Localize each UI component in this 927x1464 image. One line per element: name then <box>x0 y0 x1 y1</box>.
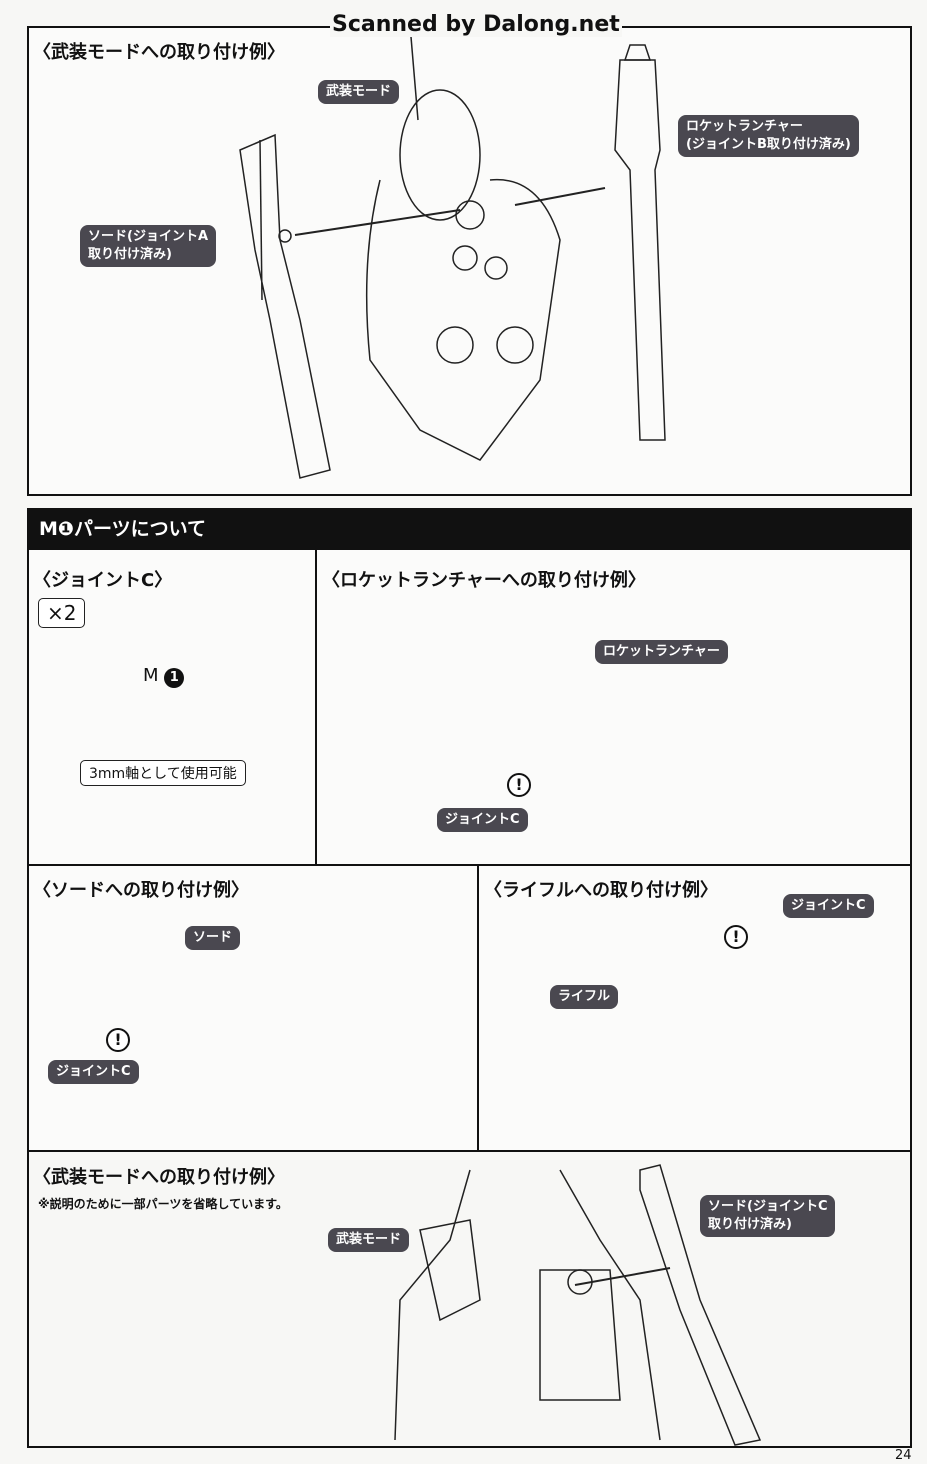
label-armed-mode: 武装モード <box>328 1228 410 1252</box>
label-line: ソード(ジョイントC <box>708 1199 828 1214</box>
label-line: (ジョイントB取り付け済み) <box>686 137 851 152</box>
part-id: M 1 <box>143 665 185 688</box>
sword-title: 〈ソードへの取り付け例〉 <box>33 880 249 901</box>
rifle-title: 〈ライフルへの取り付け例〉 <box>484 880 718 901</box>
bottom-section <box>27 1150 912 1448</box>
caution-icon: ! <box>106 1028 130 1052</box>
joint-c-note: 3mm軸として使用可能 <box>80 760 246 786</box>
label-line: 取り付け済み) <box>708 1217 792 1232</box>
label-line: 取り付け済み) <box>88 247 172 262</box>
caution-icon: ! <box>507 773 531 797</box>
label-joint-c: ジョイントC <box>783 894 874 918</box>
rocket-title: 〈ロケットランチャーへの取り付け例〉 <box>322 570 646 591</box>
label-sword-joint-c: ソード(ジョイントC 取り付け済み) <box>700 1195 836 1237</box>
sword-illustration-bottom <box>639 1164 762 1446</box>
joint-c-title: 〈ジョイントC〉 <box>33 570 173 591</box>
rocket-panel <box>315 550 912 866</box>
label-rocket: ロケットランチャー <box>595 640 728 664</box>
label-sword-joint-a: ソード(ジョイントA 取り付け済み) <box>80 225 217 267</box>
figure-illustration-bottom <box>394 1169 661 1441</box>
part-letter: M <box>143 665 159 686</box>
label-line: ソード(ジョイントA <box>88 229 209 244</box>
label-joint-c: ジョイントC <box>48 1060 139 1084</box>
top-section-title: 〈武装モードへの取り付け例〉 <box>33 42 285 63</box>
rocket-illustration-top <box>614 44 666 441</box>
label-rifle: ライフル <box>550 985 619 1009</box>
watermark: Scanned by Dalong.net <box>330 12 622 37</box>
label-armed-mode: 武装モード <box>318 80 400 104</box>
bottom-section-title: 〈武装モードへの取り付け例〉 <box>33 1167 285 1188</box>
label-joint-c: ジョイントC <box>437 808 528 832</box>
section-header: M❶パーツについて <box>27 508 912 550</box>
sword-panel <box>27 864 479 1152</box>
label-sword: ソード <box>185 926 241 950</box>
bottom-note: ※説明のために一部パーツを省略しています。 <box>38 1197 288 1211</box>
caution-icon: ! <box>724 925 748 949</box>
label-rocket-launcher: ロケットランチャー (ジョイントB取り付け済み) <box>678 115 859 157</box>
figure-illustration-top <box>365 24 561 461</box>
label-line: ロケットランチャー <box>686 119 803 134</box>
part-number: 1 <box>164 668 185 688</box>
sword-illustration-top <box>239 133 331 479</box>
page-number: 24 <box>895 1448 912 1463</box>
quantity-badge: ×2 <box>38 598 86 628</box>
